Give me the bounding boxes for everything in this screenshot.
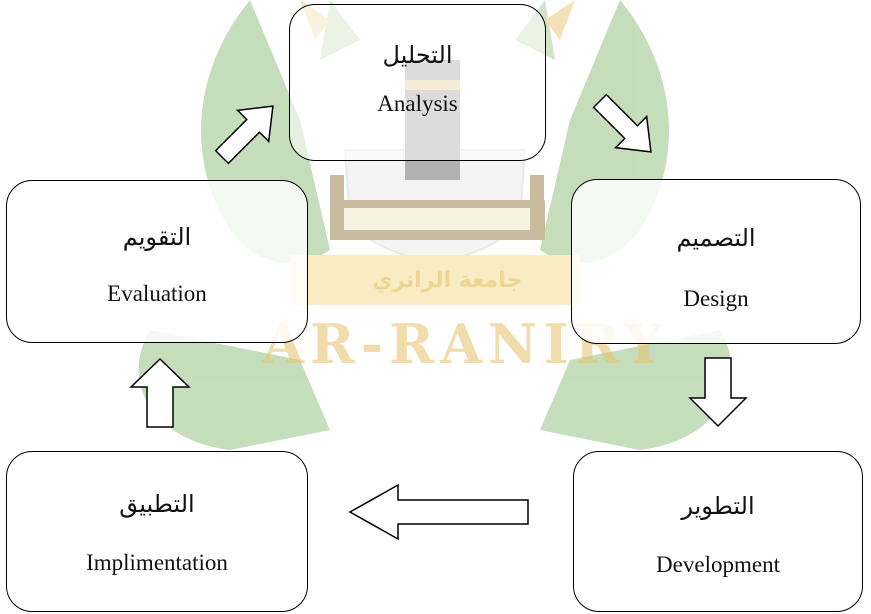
step-arabic-label: التصميم xyxy=(676,224,756,252)
gold-ornament xyxy=(545,0,575,40)
book-shape xyxy=(330,200,545,240)
arrow-analysis-to-design xyxy=(592,93,652,153)
step-box-analysis: التحليل Analysis xyxy=(289,4,546,161)
arrow-implementation-to-evaluation xyxy=(129,357,191,428)
step-english-label: Development xyxy=(656,552,780,577)
pillar-shape xyxy=(530,175,544,235)
step-arabic-label: التقويم xyxy=(122,223,192,251)
watermark-arabic-text: جامعة الرانري xyxy=(372,268,523,293)
step-english-label: Analysis xyxy=(377,91,458,116)
step-box-evaluation: التقويم Evaluation xyxy=(6,180,308,343)
step-english-label: Evaluation xyxy=(107,281,207,306)
step-box-development: التطوير Development xyxy=(573,451,863,612)
arrow-development-to-implementation xyxy=(348,483,529,541)
pillar-shape xyxy=(330,175,344,235)
banner-shape xyxy=(290,255,580,305)
leaf-shape xyxy=(138,330,330,450)
step-english-label: Implimentation xyxy=(86,550,228,575)
leaf-shape xyxy=(540,330,732,450)
step-arabic-label: التطوير xyxy=(681,492,755,520)
step-arabic-label: التحليل xyxy=(382,41,453,69)
step-box-design: التصميم Design xyxy=(571,179,861,344)
shield-shape xyxy=(343,149,527,264)
step-box-implementation: التطبيق Implimentation xyxy=(6,451,308,612)
arrow-design-to-development xyxy=(688,357,748,428)
step-arabic-label: التطبيق xyxy=(119,490,195,518)
arrow-evaluation-to-analysis xyxy=(214,105,274,165)
step-english-label: Design xyxy=(683,286,749,311)
book-inner xyxy=(340,208,535,230)
